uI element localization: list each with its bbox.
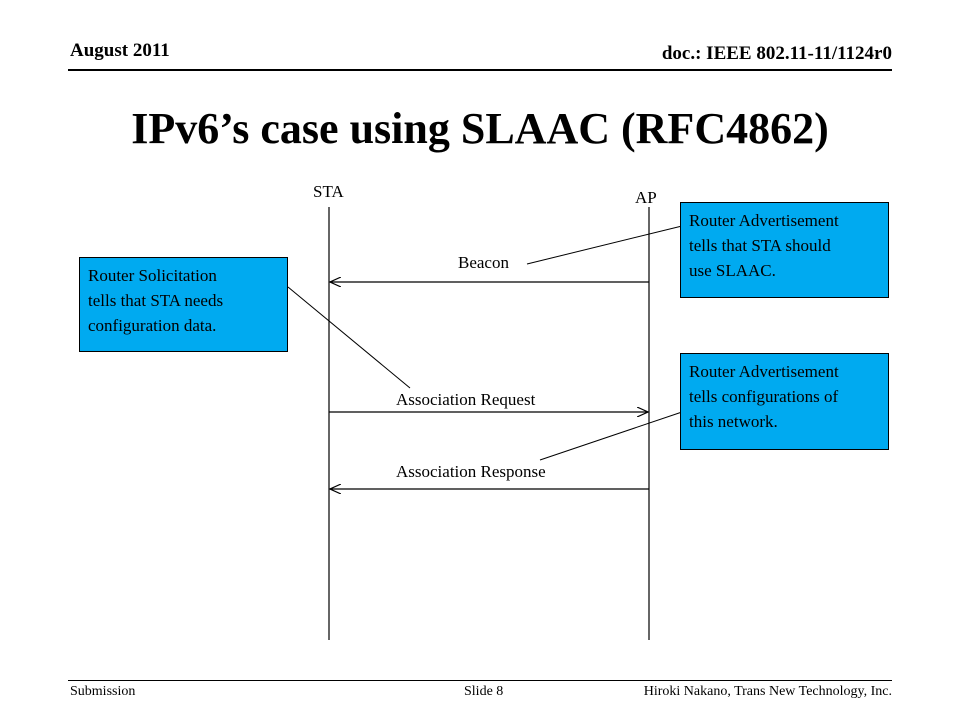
note-line: tells that STA should — [689, 236, 831, 255]
note-line: this network. — [689, 412, 778, 431]
router-solicitation-note: Router Solicitation tells that STA needs… — [79, 257, 288, 352]
footer-slide-number: Slide 8 — [464, 684, 504, 699]
footer-divider — [68, 680, 892, 681]
callout-router-solicitation-connector — [287, 286, 411, 389]
sta-participant-label: STA — [313, 182, 344, 201]
note-line: Router Solicitation — [88, 266, 217, 285]
header-divider — [68, 69, 892, 71]
header-date: August 2011 — [70, 40, 170, 61]
callout-router-adv-slaac-connector — [526, 225, 683, 265]
header-doc-id: doc.: IEEE 802.11-11/1124r0 — [661, 43, 892, 64]
ap-participant-label: AP — [635, 188, 657, 207]
assoc-request-label: Association Request — [396, 390, 536, 409]
note-line: Router Advertisement — [689, 362, 839, 381]
note-line: tells configurations of — [689, 387, 839, 406]
beacon-label: Beacon — [458, 253, 509, 272]
footer-author: Hiroki Nakano, Trans New Technology, Inc… — [643, 684, 892, 699]
note-line: configuration data. — [88, 316, 217, 335]
slide-title: IPv6’s case using SLAAC (RFC4862) — [131, 104, 829, 153]
assoc-response-label: Association Response — [396, 462, 546, 481]
note-line: tells that STA needs — [88, 291, 224, 310]
footer-submission: Submission — [70, 684, 136, 699]
note-line: Router Advertisement — [689, 211, 839, 230]
router-advertisement-slaac-note: Router Advertisement tells that STA shou… — [680, 202, 889, 298]
router-advertisement-config-note: Router Advertisement tells configuration… — [680, 353, 889, 450]
note-line: use SLAAC. — [689, 261, 776, 280]
callout-router-adv-config-connector — [539, 411, 683, 461]
